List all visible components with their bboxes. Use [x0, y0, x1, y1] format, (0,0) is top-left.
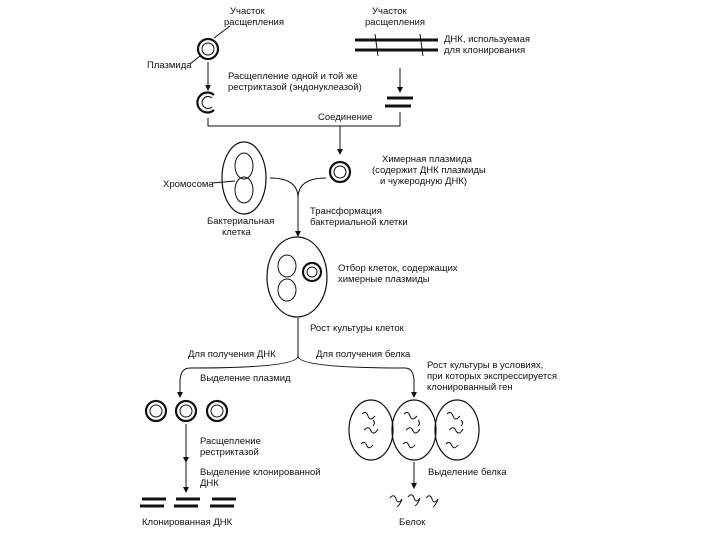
growth-conditions-label: Рост культуры в условиях, при которых эк… [427, 360, 560, 393]
transformation-label: Трансформация бактериальной клетки [310, 206, 408, 228]
bacterial-cell-icon [221, 141, 267, 215]
protein-isolation-label: Выделение белка [428, 467, 507, 478]
joining-label: Соединение [318, 112, 372, 123]
cleavage-site-pointer-left [213, 25, 231, 39]
plasmid-isolation-label: Выделение плазмид [200, 373, 291, 384]
expressing-cell-icon-1 [348, 399, 394, 461]
cleavage-label: Расщепление одной и той же рестриктазой … [228, 71, 362, 93]
isolated-plasmid-icon-1 [144, 399, 168, 423]
cloned-dna-isolation-label: Выделение клонированной ДНК [200, 467, 323, 489]
plasmid-label: Плазмида [147, 60, 192, 71]
plasmid-icon [196, 37, 220, 61]
dna-fragment-icon [385, 96, 413, 108]
chromosome-pointer [211, 180, 236, 184]
cleavage-site-right-label: Участок расщепления [365, 6, 425, 28]
restrictase-cleavage-label: Расщепление рестриктазой [200, 436, 264, 458]
chimeric-plasmid-icon [328, 160, 352, 184]
bacterial-cell-label: Бактериальная клетка [207, 216, 277, 238]
expressing-cell-icon-2 [391, 399, 437, 461]
chromosome-label: Хромосома [163, 179, 214, 190]
chimeric-plasmid-label: Химерная плазмида (содержит ДНК плазмиды… [372, 154, 488, 187]
isolated-plasmid-icon-2 [174, 399, 198, 423]
branch-left [179, 355, 299, 383]
transformation-bracket [269, 177, 327, 199]
cloning-dna-icon [355, 33, 438, 57]
cloned-dna-label: Клонированная ДНК [142, 517, 233, 528]
transformed-cell-icon [266, 236, 328, 318]
protein-label: Белок [399, 517, 426, 528]
culture-growth-label: Рост культуры клеток [310, 323, 405, 334]
cloning-dna-label: ДНК, используемая для клонирования [444, 34, 533, 56]
joining-bracket [207, 112, 401, 127]
protein-icon [389, 494, 439, 508]
cloned-dna-fragments-icon [140, 497, 236, 508]
selection-label: Отбор клеток, содержащих химерные плазми… [338, 263, 460, 285]
branch-right [297, 355, 415, 383]
for-protein-label: Для получения белка [316, 349, 411, 360]
isolated-plasmid-icon-3 [205, 399, 229, 423]
expressing-cell-icon-3 [434, 399, 480, 461]
for-dna-label: Для получения ДНК [188, 349, 276, 360]
cleavage-site-left-label: Участок расщепления [224, 6, 284, 28]
cleaved-plasmid-icon [196, 91, 215, 114]
plasmid-pointer [189, 55, 201, 65]
